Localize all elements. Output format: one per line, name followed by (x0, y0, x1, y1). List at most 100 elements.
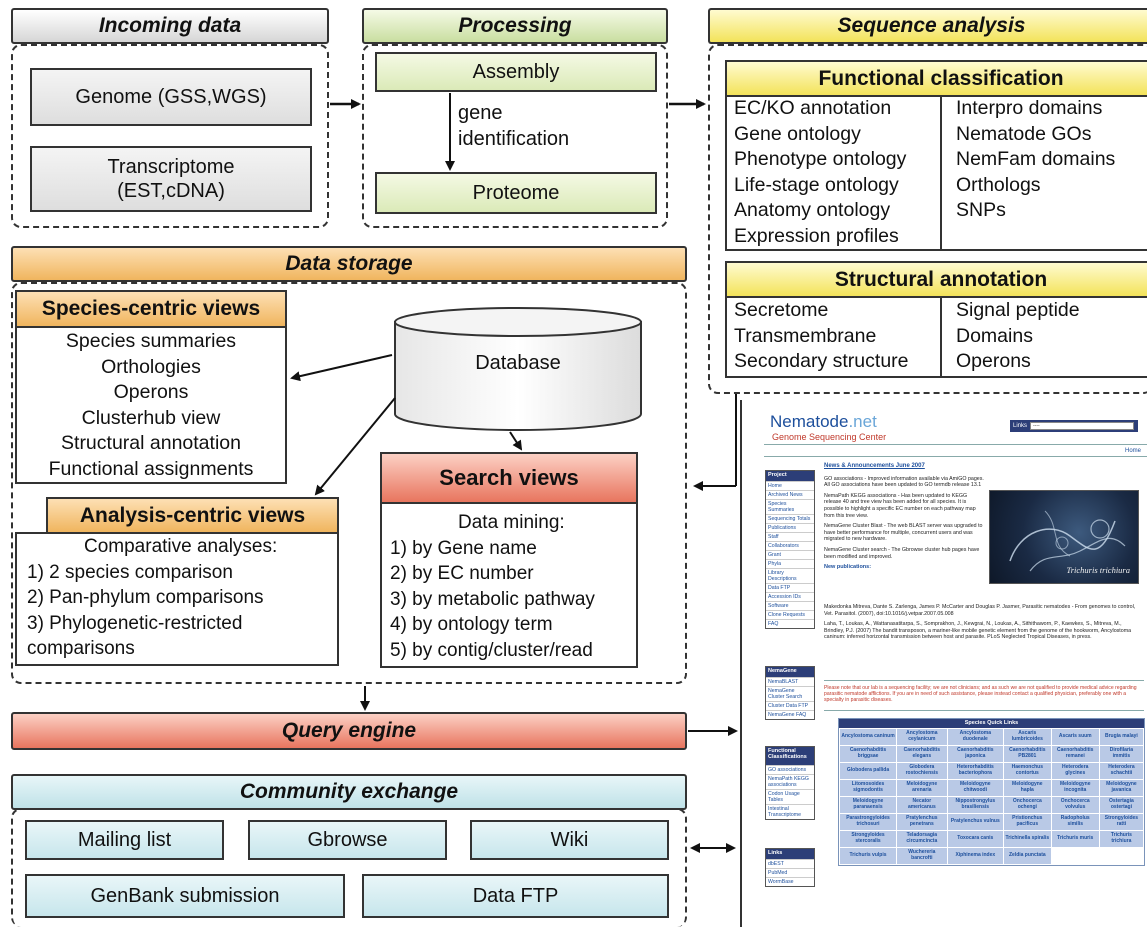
nav-item[interactable]: NemaBLAST (766, 677, 814, 686)
data-ftp-box: Data FTP (362, 874, 669, 918)
nav-item[interactable]: Publications (766, 523, 814, 532)
list-item: EC/KO annotation (734, 97, 892, 119)
nav-item[interactable]: FAQ (766, 619, 814, 628)
processing-header: Processing (362, 8, 668, 44)
species-link[interactable]: Meloidogyne javanica (1099, 780, 1143, 796)
species-link[interactable]: Globodera rostochiensis (897, 763, 947, 779)
list-item: Structural annotation (61, 432, 241, 454)
nav-item[interactable]: Cluster Data FTP (766, 701, 814, 710)
species-link[interactable]: Caenorhabditis briggsae (840, 746, 897, 762)
species-link[interactable]: Meloidogyne arenaria (897, 780, 947, 796)
species-link[interactable]: Haemonchus contortus (1003, 763, 1051, 779)
species-link[interactable]: Ancylostoma ceylanicum (897, 729, 947, 745)
species-link[interactable]: Trichuris muris (1051, 831, 1099, 847)
species-link[interactable]: Meloidogyne chitwoodi (947, 780, 1003, 796)
list-item: Life-stage ontology (734, 173, 899, 196)
species-link[interactable]: Litomosoides sigmodontis (840, 780, 897, 796)
nav-item[interactable]: Codon Usage Tables (766, 789, 814, 804)
species-link[interactable]: Onchocerca volvulus (1051, 797, 1099, 813)
nav-item[interactable]: Intestinal Transcriptome (766, 804, 814, 819)
nav-item[interactable]: NemaGene Cluster Search (766, 686, 814, 701)
species-link[interactable]: Meloidogyne incognita (1051, 780, 1099, 796)
links-select[interactable]: ---- (1030, 422, 1134, 430)
list-item: 1) by Gene name (390, 537, 537, 559)
assembly-box: Assembly (375, 52, 657, 92)
species-link[interactable]: Strongyloides stercoralis (840, 831, 897, 847)
nav-item[interactable]: Library Descriptions (766, 568, 814, 583)
list-item: Functional assignments (48, 457, 254, 480)
publications-heading: New publications: (824, 564, 872, 571)
species-link[interactable]: Trichuris vulpis (840, 848, 897, 864)
species-link[interactable]: Meloidogyne paranaensis (840, 797, 897, 813)
nav-item[interactable]: WormBase (766, 877, 814, 886)
species-link[interactable]: Meloidogyne hapla (1003, 780, 1051, 796)
nav-item[interactable]: GO associations (766, 765, 814, 774)
news-item: NemaPath KEGG associations - Has been up… (824, 492, 976, 519)
nav-item[interactable]: Home (766, 481, 814, 490)
nav-item[interactable]: Phyla (766, 559, 814, 568)
list-item: Clusterhub view (81, 406, 221, 429)
nav-item[interactable]: Accession IDs (766, 592, 814, 601)
nav-item[interactable]: Sequencing Totals (766, 514, 814, 523)
species-link[interactable]: Toxocara canis (947, 831, 1003, 847)
species-link[interactable]: Onchocerca ochengi (1003, 797, 1051, 813)
nav-item[interactable]: NemaGene FAQ (766, 710, 814, 719)
nav-item[interactable]: dbEST (766, 859, 814, 868)
species-link[interactable]: Pratylenchus penetrans (897, 814, 947, 830)
nav-item[interactable]: Staff (766, 532, 814, 541)
list-item: Secondary structure (734, 350, 909, 372)
nav-item[interactable]: Clone Requests (766, 610, 814, 619)
nav-item[interactable]: Species Summaries (766, 499, 814, 514)
species-link[interactable]: Brugia malayi (1099, 729, 1143, 745)
links-dropdown[interactable]: Links---- (1010, 420, 1138, 432)
species-link[interactable]: Caenorhabditis japonica (947, 746, 1003, 762)
news-column: News & Announcements June 2007 GO associ… (824, 463, 1052, 575)
news-item: NemaGene Cluster Blast - The web BLAST s… (824, 523, 983, 543)
nav-item[interactable]: Grant (766, 550, 814, 559)
species-link[interactable]: Teladorsagia circumcincta (897, 831, 947, 847)
species-link[interactable]: Caenorhabditis PB2801 (1003, 746, 1051, 762)
species-link[interactable]: Pristionchus pacificus (1003, 814, 1051, 830)
nav-item[interactable]: NemaPath KEGG associations (766, 774, 814, 789)
species-link[interactable]: Strongyloides ratti (1099, 814, 1143, 830)
species-link[interactable]: Trichuris trichiura (1099, 831, 1143, 847)
species-link[interactable]: Ancylostoma caninum (840, 729, 897, 745)
list-item: Orthologs (956, 173, 1041, 196)
species-link[interactable]: Heterodera schachtii (1099, 763, 1143, 779)
nav-item[interactable]: Data FTP (766, 583, 814, 592)
species-link[interactable]: Nippostrongylus brasiliensis (947, 797, 1003, 813)
nav-item[interactable]: Collaborators (766, 541, 814, 550)
species-link[interactable]: Heterodera glycines (1051, 763, 1099, 779)
species-centric-list: Species summaries Orthologies Operons Cl… (17, 329, 285, 482)
home-link[interactable]: Home (1124, 448, 1141, 454)
species-link[interactable]: Wuchereria bancrofti (897, 848, 947, 864)
species-link[interactable]: Trichinella spiralis (1003, 831, 1051, 847)
species-link[interactable]: Ascaris suum (1051, 729, 1099, 745)
nav-item[interactable]: Archived News (766, 490, 814, 499)
species-link[interactable]: Zeldia punctata (1003, 848, 1051, 864)
species-link[interactable]: Globodera pallida (840, 763, 897, 779)
species-link[interactable]: Xiphinema index (947, 848, 1003, 864)
species-link[interactable]: Necator americanus (897, 797, 947, 813)
data-storage-header: Data storage (11, 246, 687, 282)
list-item: NemFam domains (956, 148, 1116, 170)
species-link[interactable]: Caenorhabditis elegans (897, 746, 947, 762)
species-link[interactable]: Heterorhabditis bacteriophora (947, 763, 1003, 779)
nav-item[interactable]: PubMed (766, 868, 814, 877)
species-link[interactable]: Parastrongyloides trichosuri (840, 814, 897, 830)
list-item: Signal peptide (956, 299, 1080, 321)
gbrowse-box: Gbrowse (248, 820, 447, 860)
news-heading[interactable]: News & Announcements June 2007 (824, 463, 925, 469)
species-link[interactable]: Ancylostoma duodenale (947, 729, 1003, 745)
species-link[interactable]: Radopholus similis (1051, 814, 1099, 830)
species-link[interactable]: Dirofilaria immitis (1099, 746, 1143, 762)
medical-notice: Please note that our lab is a sequencing… (824, 685, 1137, 703)
nav-item[interactable]: Software (766, 601, 814, 610)
species-link[interactable]: Caenorhabditis remanei (1051, 746, 1099, 762)
species-link[interactable]: Ostertagia ostertagi (1099, 797, 1143, 813)
species-link[interactable]: Pratylenchus vulnus (947, 814, 1003, 830)
species-link[interactable]: Ascaris lumbricoides (1003, 729, 1051, 745)
